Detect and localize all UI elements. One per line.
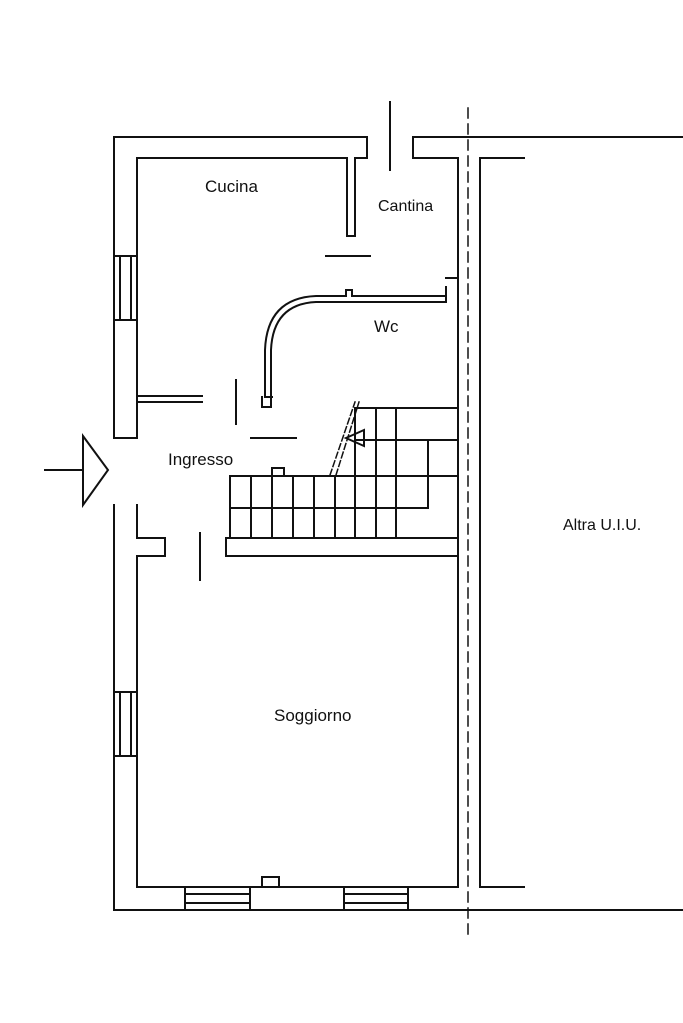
window-kitchen (113, 255, 138, 321)
room-label-altra-uiu: Altra U.I.U. (563, 517, 641, 534)
party-wall (457, 107, 525, 941)
window-bottom-left (184, 886, 251, 911)
room-label-wc: Wc (374, 317, 399, 336)
small-pillar (261, 876, 280, 888)
room-label-soggiorno: Soggiorno (274, 706, 352, 725)
outer-walls (113, 136, 683, 911)
staircase (225, 401, 459, 557)
window-living (113, 691, 138, 757)
room-label-cantina: Cantina (378, 198, 433, 215)
entrance-arrow-icon (44, 432, 110, 509)
room-label-cucina: Cucina (205, 177, 258, 196)
wc-walls (261, 286, 447, 408)
window-bottom-right (343, 886, 409, 911)
room-label-ingresso: Ingresso (168, 450, 233, 469)
